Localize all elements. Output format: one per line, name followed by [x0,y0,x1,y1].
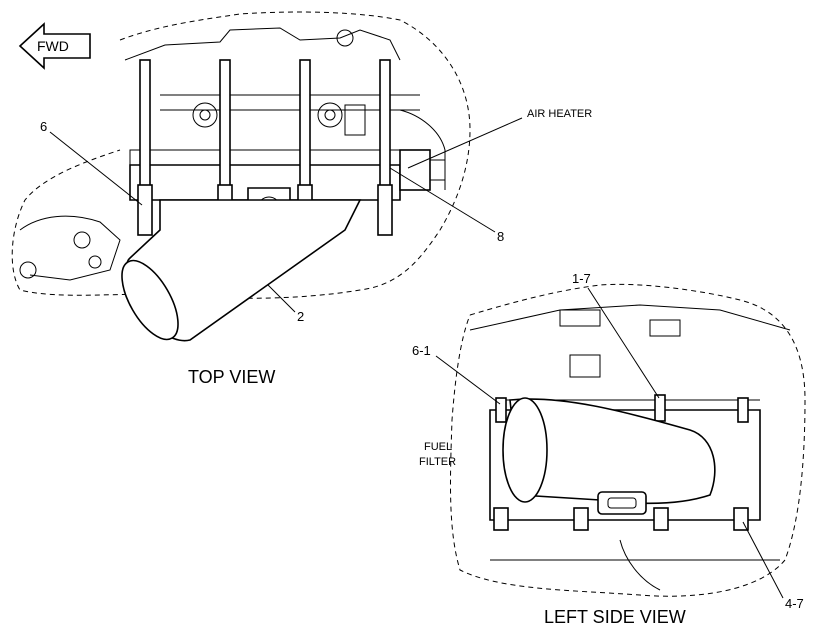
callout-6: 6 [40,119,47,134]
leader-4-7 [742,521,784,599]
top-view-title: TOP VIEW [188,367,275,387]
callout-4-7: 4-7 [785,596,804,611]
fuel-filter-label-line-2: FILTER [419,456,456,468]
leader-8 [389,167,496,233]
air-heater-label: AIR HEATER [527,108,592,120]
leader-6 [49,131,143,206]
leader-2 [267,284,296,313]
callout-6-1: 6-1 [412,343,431,358]
callout-2: 2 [297,309,304,324]
left-side-view-title: LEFT SIDE VIEW [544,607,686,627]
callout-8: 8 [497,229,504,244]
leader-6-1 [435,355,501,405]
top-view-drawing [11,11,471,342]
left-side-view-drawing [449,283,806,597]
callout-1-7: 1-7 [572,271,591,286]
leader-air-heater [407,117,523,169]
fuel-filter-label-line-1: FUEL [424,441,452,453]
leader-1-7 [587,287,660,399]
fwd-label: FWD [37,38,69,54]
forward-arrow-icon [18,22,91,70]
